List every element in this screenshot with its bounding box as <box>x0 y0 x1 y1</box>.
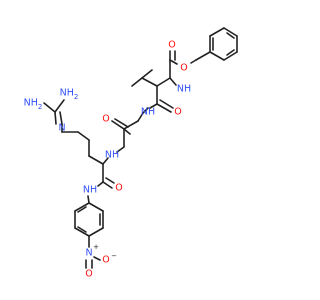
carbamate-ester-oxygen-label: O <box>180 63 187 74</box>
nitro-oxygen-bottom-label: O <box>85 269 92 280</box>
molecule-structure: NH2 NH2 N NH O O NH O O NH O NH N O O + … <box>24 27 238 280</box>
nitro-negative-charge: − <box>111 252 117 260</box>
guanidine-amine-top-label: NH2 <box>60 88 79 102</box>
bond-lines <box>43 27 238 269</box>
nitro-nitrogen-label: N <box>85 248 92 259</box>
nitro-oxygen-right-label: O <box>102 255 109 266</box>
carbamate-carbonyl-oxygen-label: O <box>168 40 175 51</box>
valine-carbonyl-oxygen-label: O <box>174 107 181 118</box>
atom-labels: NH2 NH2 N NH O O NH O O NH O NH N O O + … <box>24 40 191 280</box>
arginine-carbonyl-oxygen-label: O <box>115 183 122 194</box>
glycine-nitrogen-label: NH <box>141 107 155 118</box>
guanidine-amine-left-label: NH2 <box>24 98 43 112</box>
glycine-carbonyl-oxygen-label: O <box>102 114 109 125</box>
arginine-nitrogen-label: NH <box>105 150 119 161</box>
guanidine-imine-label: N <box>58 123 65 134</box>
nitro-positive-charge: + <box>93 243 99 251</box>
carbamate-nitrogen-label: NH <box>177 84 191 95</box>
anilide-nitrogen-label: NH <box>83 185 97 196</box>
